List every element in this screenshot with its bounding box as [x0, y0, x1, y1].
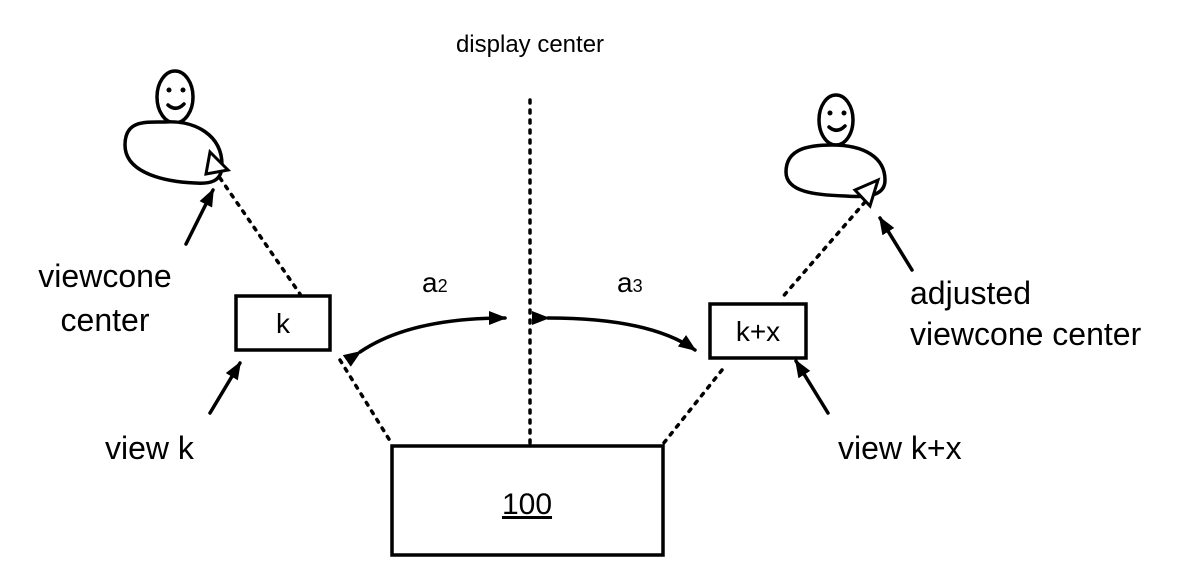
- angle-a2-base: a: [422, 267, 438, 298]
- right-sightline-upper: [780, 202, 865, 300]
- angle-a2-sub: 2: [438, 276, 448, 296]
- left-sightline-lower: [340, 360, 392, 444]
- right-sightline-lower: [663, 370, 722, 444]
- adjusted-center-label-line2: viewcone center: [910, 316, 1142, 352]
- angle-a3-base: a: [617, 267, 633, 298]
- left-sightline-upper: [220, 178, 300, 294]
- right-viewer-head: [819, 95, 853, 145]
- right-viewer-figure: [786, 95, 885, 206]
- left-viewer-head: [157, 71, 193, 123]
- angle-a2-arc: [360, 318, 505, 352]
- angle-a2-label: a2: [422, 267, 448, 298]
- adjusted-center-label-line1: adjusted: [910, 275, 1031, 311]
- display-center-label: display center: [456, 31, 604, 58]
- view-k-box-label: k: [276, 308, 291, 339]
- viewcone-center-pointer: [186, 190, 213, 244]
- view-kx-label: view k+x: [838, 430, 962, 466]
- view-k-label: view k: [105, 430, 195, 466]
- display-id-label: 100: [502, 488, 552, 521]
- adjusted-center-pointer: [880, 218, 912, 270]
- left-viewer-figure: [125, 71, 228, 183]
- angle-a3-label: a3: [617, 267, 643, 298]
- viewcone-center-label-line1: viewcone: [38, 258, 171, 294]
- angle-a3-sub: 3: [633, 276, 643, 296]
- viewcone-center-label-line2: center: [61, 302, 150, 338]
- view-kx-pointer: [796, 361, 828, 413]
- view-k-pointer: [210, 363, 240, 413]
- angle-a3-arc: [548, 318, 695, 350]
- view-kx-box-label: k+x: [736, 316, 780, 347]
